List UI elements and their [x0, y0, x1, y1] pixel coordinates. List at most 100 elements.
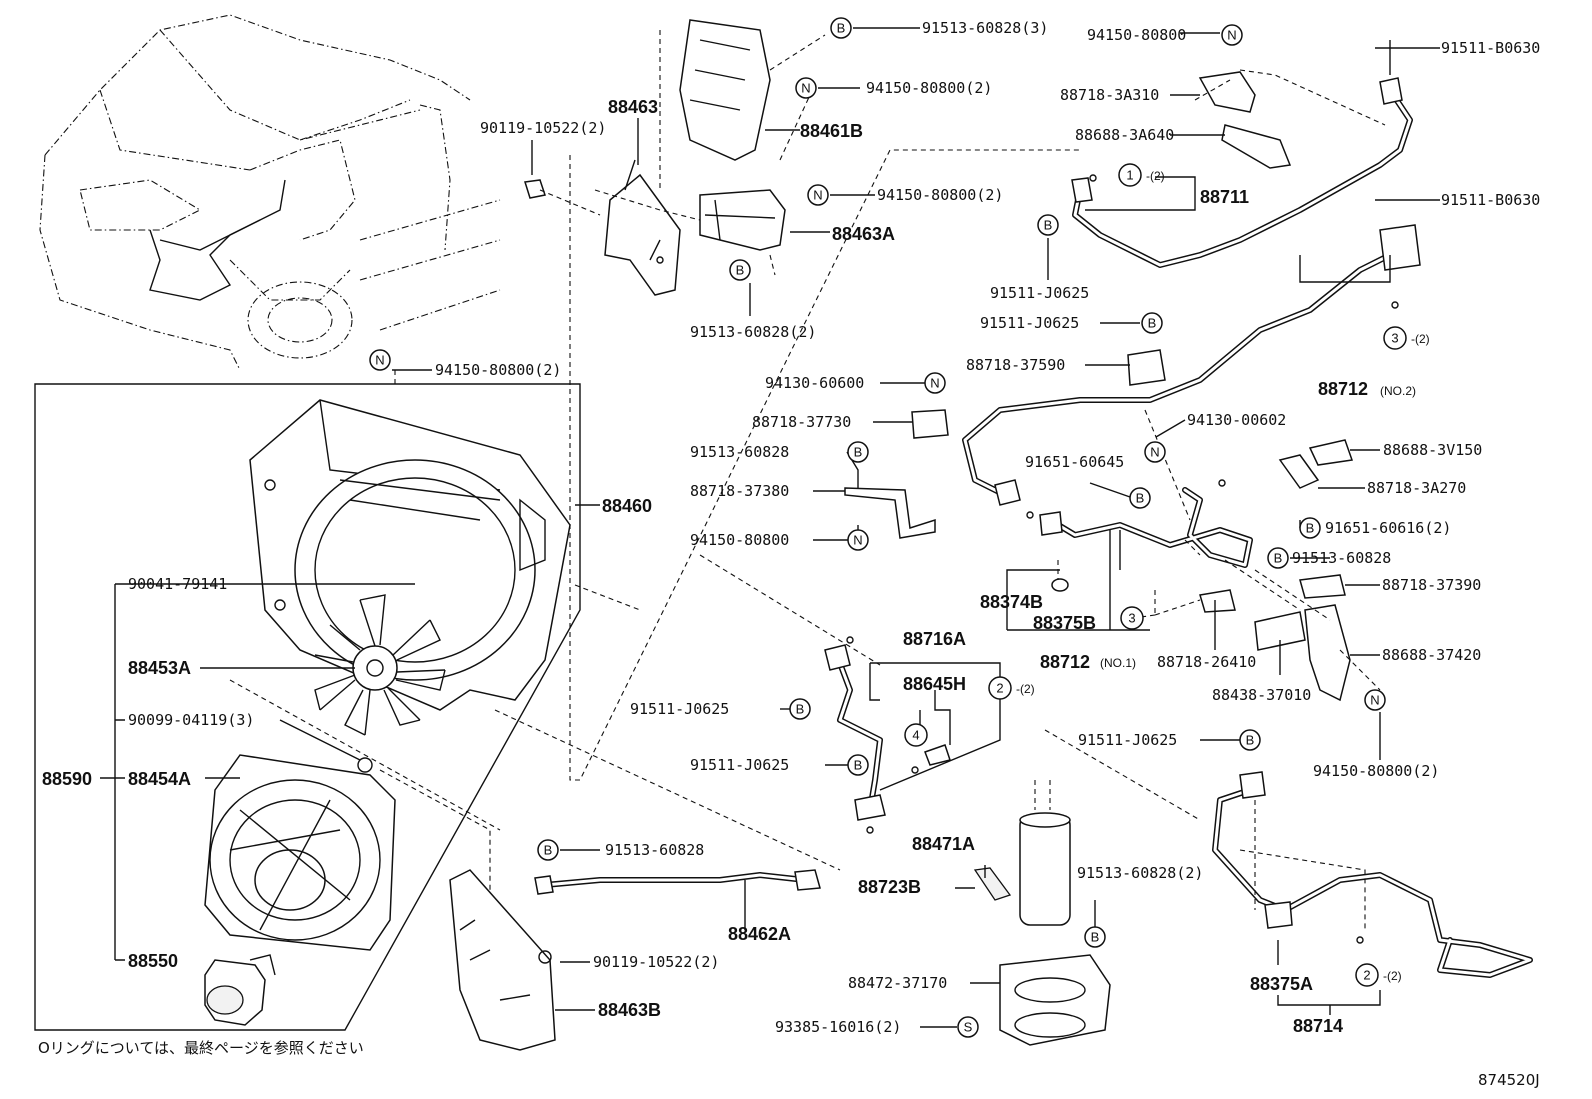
svg-text:N: N — [813, 188, 822, 203]
bracket-88463B — [449, 869, 556, 1051]
svg-text:3: 3 — [1128, 611, 1135, 626]
part-label: 91651-60616(2) — [1325, 519, 1451, 537]
part-label: 88453A — [128, 658, 191, 678]
svg-text:N: N — [1227, 28, 1236, 43]
nut-symbol: N — [807, 184, 829, 206]
svg-text:B: B — [1274, 551, 1283, 566]
part-label: 88463 — [608, 97, 658, 117]
bracket-88438-37010 — [1254, 611, 1306, 651]
part-label: 91513-60828(2) — [690, 323, 816, 341]
bolt-symbol: B — [1037, 214, 1059, 236]
fan-motor-housing — [204, 754, 396, 951]
bolt-symbol: B — [1299, 517, 1321, 539]
svg-text:-(2): -(2) — [1146, 169, 1165, 183]
part-label: 91511-B0630 — [1441, 191, 1540, 209]
bolt-symbol: B — [847, 441, 869, 463]
callout-3: 3 — [1120, 606, 1144, 630]
svg-text:B: B — [1044, 218, 1053, 233]
part-label: 91513-60828 — [690, 443, 789, 461]
svg-text:-(2): -(2) — [1016, 682, 1035, 696]
svg-text:B: B — [1148, 316, 1157, 331]
bracket-88718-3A310 — [1198, 71, 1256, 113]
part-label: 91511-J0625 — [990, 284, 1089, 302]
fan-blade — [314, 594, 446, 736]
nut-symbol: N — [1144, 441, 1166, 463]
part-label: 88375A — [1250, 974, 1313, 994]
svg-text:4: 4 — [912, 728, 919, 743]
bolt-symbol: B — [1084, 926, 1106, 948]
part-label: 91513-60828(2) — [1077, 864, 1203, 882]
part-label: 88716A — [903, 629, 966, 649]
callout-2: 2 -(2) — [1355, 963, 1402, 987]
svg-text:-(2): -(2) — [1411, 332, 1430, 346]
part-label: 88723B — [858, 877, 921, 897]
part-label: 88550 — [128, 951, 178, 971]
fan-assembly-box — [34, 370, 581, 1031]
callout-1: 1 -(2) — [1118, 163, 1165, 187]
diagram-reference-code: 874520J — [1478, 1071, 1540, 1089]
pipe-88714 — [1212, 771, 1533, 978]
svg-text:2: 2 — [996, 681, 1003, 696]
part-label: 94150-80800(2) — [1313, 762, 1439, 780]
bracket-88718-3A270 — [1278, 454, 1320, 489]
part-label: 88712 — [1318, 379, 1368, 399]
part-label: 91513-60828 — [605, 841, 704, 859]
svg-text:N: N — [1370, 693, 1379, 708]
pipe-88716A — [824, 636, 886, 834]
svg-text:B: B — [544, 843, 553, 858]
bolt-symbol: B — [789, 698, 811, 720]
part-label: 88461B — [800, 121, 863, 141]
nut-symbol: N — [924, 372, 946, 394]
part-label: 94150-80800(2) — [866, 79, 992, 97]
clamp-88718-26410 — [1199, 589, 1236, 613]
part-label: 88374B — [980, 592, 1043, 612]
part-label: 88463A — [832, 224, 895, 244]
part-label: 94130-60600 — [765, 374, 864, 392]
part-label: 88718-37590 — [966, 356, 1065, 374]
callout-3: 3 -(2) — [1383, 326, 1430, 350]
part-label: 94150-80800(2) — [435, 361, 561, 379]
svg-text:S: S — [964, 1020, 973, 1035]
part-label: 94130-00602 — [1187, 411, 1286, 429]
svg-text:-(2): -(2) — [1383, 969, 1402, 983]
part-label: 91511-J0625 — [630, 700, 729, 718]
pipe-88711 — [1071, 40, 1413, 268]
svg-text:2: 2 — [1363, 968, 1370, 983]
part-label: 88688-3A640 — [1075, 126, 1174, 144]
part-label: 94150-80800 — [690, 531, 789, 549]
leader-lines — [100, 27, 1440, 1028]
part-label: 88462A — [728, 924, 791, 944]
part-label-suffix: (NO.2) — [1380, 384, 1416, 398]
bracket-88463A — [699, 189, 786, 251]
part-label: 88711 — [1200, 187, 1249, 207]
svg-text:1: 1 — [1126, 168, 1133, 183]
nut-symbol: N — [1221, 24, 1243, 46]
part-label: 88463B — [598, 1000, 661, 1020]
svg-text:N: N — [375, 353, 384, 368]
part-label: 90099-04119(3) — [128, 711, 254, 729]
svg-text:3: 3 — [1391, 331, 1398, 346]
bolt-symbol: B — [830, 17, 852, 39]
bracket-88718-37380 — [844, 487, 936, 539]
nut-symbol: N — [1364, 689, 1386, 711]
bracket-88463 — [604, 159, 681, 296]
part-label: 91511-J0625 — [690, 756, 789, 774]
nut-symbol: N — [795, 77, 817, 99]
part-label: 91511-B0630 — [1441, 39, 1540, 57]
part-label: 88718-37730 — [752, 413, 851, 431]
symbol-markers: B N N B N N B B N N B N B B B N B B B B … — [369, 17, 1430, 1038]
svg-text:N: N — [1150, 445, 1159, 460]
bracket-88688-3V150 — [1308, 439, 1354, 466]
part-label: 88718-37390 — [1382, 576, 1481, 594]
part-label: 88590 — [42, 769, 92, 789]
part-label: 88688-37420 — [1382, 646, 1481, 664]
svg-text:B: B — [1091, 930, 1100, 945]
bracket-88688-3A640 — [1221, 124, 1292, 169]
svg-text:B: B — [796, 702, 805, 717]
svg-text:B: B — [1136, 491, 1145, 506]
part-label: 90119-10522(2) — [480, 119, 606, 137]
bolt-symbol: B — [847, 754, 869, 776]
part-label: 91513-60828(3) — [922, 19, 1048, 37]
bracket-88723B — [973, 867, 1012, 901]
